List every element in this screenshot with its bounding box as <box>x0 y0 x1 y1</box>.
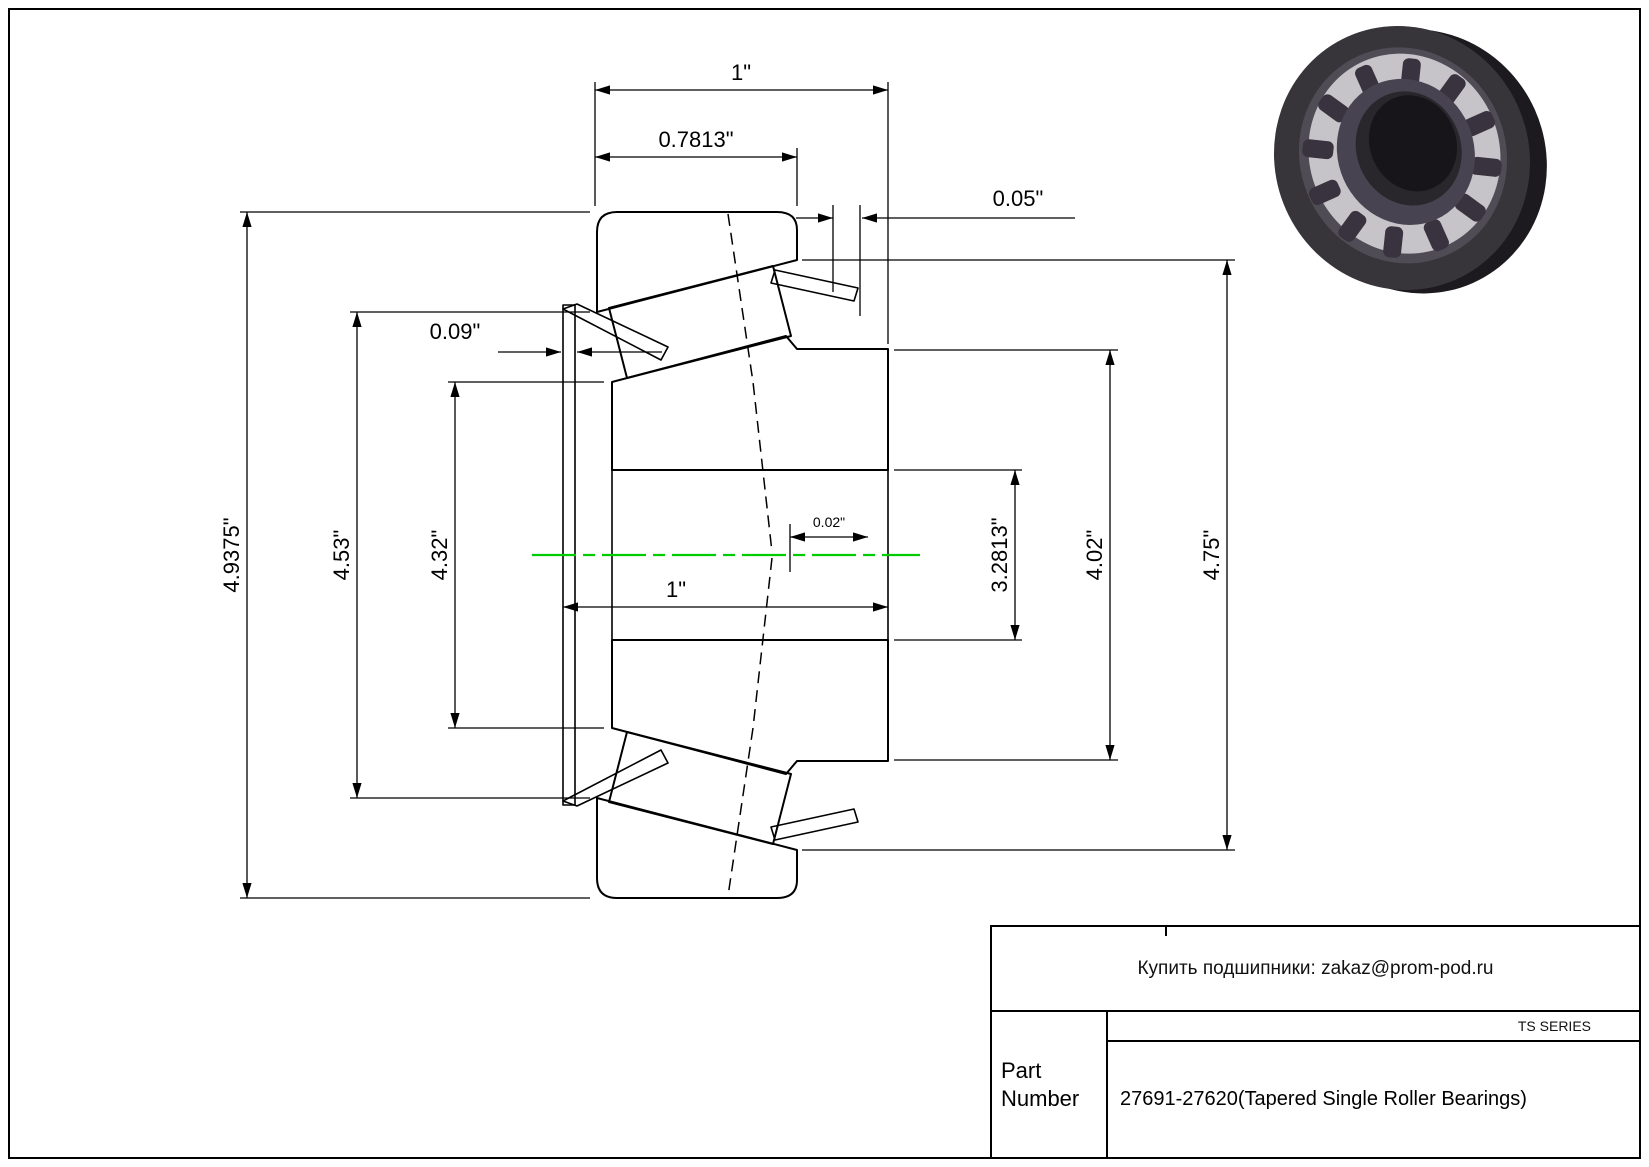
cage-cap-top-left <box>562 303 669 361</box>
contact-row: Купить подшипники: zakaz@prom-pod.ru <box>992 927 1639 1012</box>
sheet-frame <box>8 8 1641 1159</box>
part-number-label: Part Number <box>992 1012 1108 1157</box>
cage-tip-top-right <box>770 269 859 302</box>
dim-outer-diameter-back: 4.53" <box>329 311 590 799</box>
cup-top-section <box>596 211 798 313</box>
dim-cup-width: 0.7813" <box>595 127 798 206</box>
series-label: TS SERIES <box>1108 1012 1639 1042</box>
dim-cage-standout-back: 0.05" <box>796 186 1075 316</box>
dim-cup-diameter: 4.75" <box>802 259 1235 851</box>
contact-text: Купить подшипники: zakaz@prom-pod.ru <box>1137 957 1494 979</box>
cup-bottom-section <box>596 797 798 899</box>
dim-label-outer-diameter-back: 4.53" <box>329 530 354 581</box>
dim-outer-diameter-front: 4.32" <box>427 381 604 729</box>
dim-cone-width: 1" <box>563 577 888 612</box>
roller-bottom <box>608 731 792 845</box>
bearing-3d-image <box>1273 25 1547 294</box>
dim-label-cup-diameter: 4.75" <box>1199 530 1224 581</box>
roller-axis-bottom <box>727 557 773 897</box>
bearing-section <box>532 211 920 899</box>
dim-label-cone-width: 1" <box>666 577 686 602</box>
part-number-value: 27691-27620(Tapered Single Roller Bearin… <box>1120 1088 1527 1110</box>
dim-label-cage-standout-back: 0.05" <box>993 186 1044 211</box>
dim-bore-diameter: 3.2813" <box>894 469 1022 641</box>
bearing-rollers <box>1302 58 1502 258</box>
dim-label-cone-rib-diameter: 4.02" <box>1082 530 1107 581</box>
cage-tip-bottom-right <box>770 808 859 841</box>
dim-cone-rib-diameter: 4.02" <box>894 349 1118 761</box>
dim-cage-standout-front: 0.09" <box>430 319 662 357</box>
title-block: Купить подшипники: zakaz@prom-pod.ru Par… <box>990 925 1641 1159</box>
dim-label-cage-standout-front: 0.09" <box>430 319 481 344</box>
dim-label-cup-width: 0.7813" <box>658 127 733 152</box>
dim-label-effective-center: 0.02" <box>813 514 845 530</box>
dim-label-bore-diameter: 3.2813" <box>987 517 1012 592</box>
roller-axis-top <box>727 213 773 553</box>
dimensions: 1" 0.7813" 0.05" 0.09" <box>219 60 1235 899</box>
dim-label-housing-diameter: 4.9375" <box>219 517 244 592</box>
bearing-bore <box>1368 95 1458 192</box>
dim-housing-diameter: 4.9375" <box>219 211 590 899</box>
dim-label-overall-width-top: 1" <box>731 60 751 85</box>
dim-overall-width-top: 1" <box>594 60 889 344</box>
dim-effective-center: 0.02" <box>789 514 868 572</box>
roller-top <box>608 265 792 379</box>
dim-label-outer-diameter-front: 4.32" <box>427 530 452 581</box>
frame-tick <box>1165 925 1167 936</box>
cage-cap-bottom-left <box>562 749 669 807</box>
